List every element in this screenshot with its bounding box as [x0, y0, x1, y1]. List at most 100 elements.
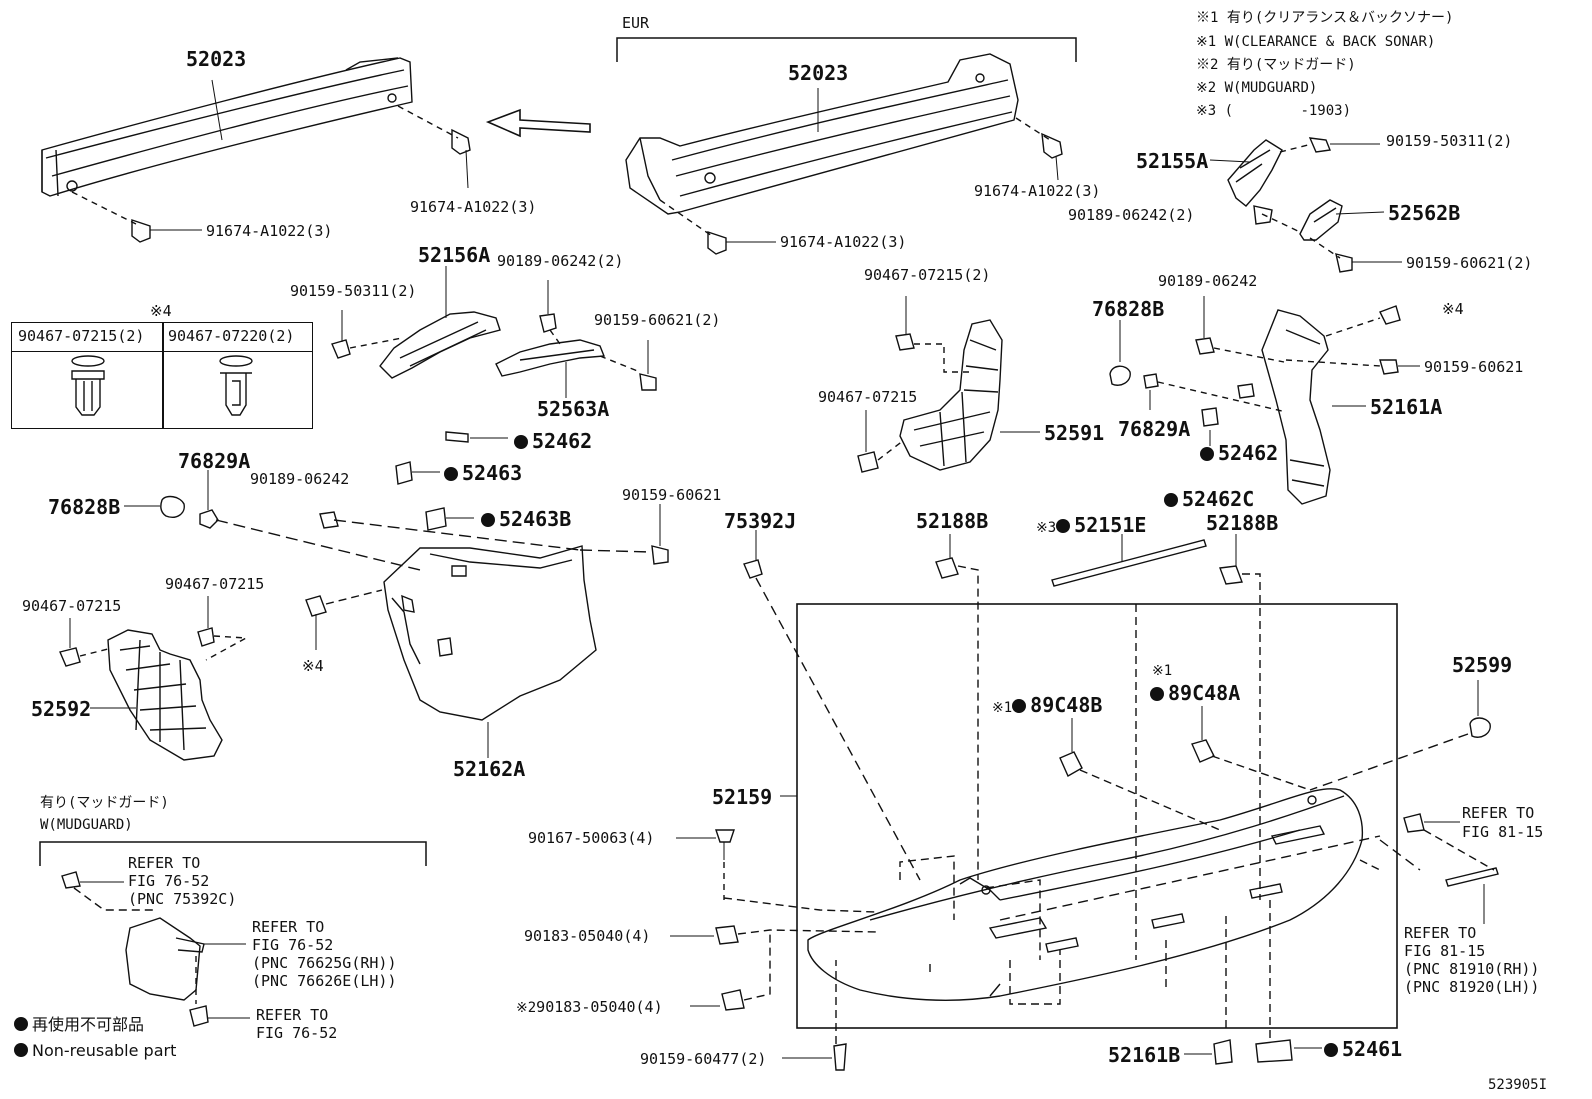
- note4-right: ※4: [1442, 300, 1464, 318]
- part-90189-06242-mid: 90189-06242(2): [497, 252, 624, 270]
- diagram-id: 523905I: [1488, 1077, 1548, 1093]
- part-52592: 52592: [31, 697, 92, 721]
- note1-89C48A: ※1: [1152, 663, 1173, 679]
- bumper-cover-52159: [807, 788, 1364, 1001]
- part-52023-eur: 52023: [788, 61, 849, 85]
- nonreusable-dot-icon: [481, 513, 495, 527]
- part-52462-left: 52462: [514, 430, 592, 452]
- part-52462-right: 52462: [1200, 442, 1278, 464]
- nonreusable-dot-icon: [514, 435, 528, 449]
- retainer-52155A: [1227, 139, 1283, 207]
- bracket-52156A: [379, 311, 501, 379]
- ref-fig-81-15-top: REFER TO FIG 81-15: [1462, 804, 1544, 841]
- part-52563A: 52563A: [537, 397, 610, 421]
- part-90189-06242-right2: 90189-06242(2): [1068, 206, 1195, 224]
- part-90189-06242-left: 90189-06242: [250, 470, 350, 488]
- part-90159-50311-left: 90159-50311(2): [290, 282, 417, 300]
- mudguard-title-jp: 有り(マッドガード): [40, 795, 169, 811]
- part-52161B: 52161B: [1108, 1043, 1181, 1067]
- eur-label: EUR: [622, 14, 650, 32]
- ref-fig-76-52-a: REFER TO FIG 76-52 (PNC 75392C): [128, 854, 237, 908]
- clip-table: 90467-07215(2) 90467-07220(2): [11, 322, 313, 429]
- part-52161A: 52161A: [1370, 395, 1443, 419]
- table-col1: 90467-07215(2): [18, 327, 145, 345]
- part-90159-60621-right2: 90159-60621(2): [1406, 254, 1533, 272]
- table-col2: 90467-07220(2): [168, 327, 295, 345]
- ref-fig-76-52-c: REFER TO FIG 76-52: [256, 1006, 338, 1042]
- nonreusable-dot-icon: [1150, 687, 1164, 701]
- part-52159: 52159: [712, 785, 773, 809]
- legend-note2-en: ※2 W(MUDGUARD): [1196, 80, 1318, 96]
- ref-fig-81-15-bottom: REFER TO FIG 81-15 (PNC 81910(RH)) (PNC …: [1404, 924, 1540, 996]
- bolt-icon: [707, 231, 776, 255]
- bolt-icon: [131, 219, 202, 243]
- part-91674-a1022-eur-top: 91674-A1022(3): [974, 182, 1101, 200]
- mudguard: [125, 917, 205, 1001]
- extension-52162A: [383, 545, 597, 721]
- bolt-icon: [1041, 132, 1063, 181]
- mudguard-title-en: W(MUDGUARD): [40, 817, 133, 833]
- part-90159-50311-right: 90159-50311(2): [1386, 132, 1513, 150]
- grommet-76828B-left: [160, 495, 185, 518]
- part-52155A: 52155A: [1136, 149, 1209, 173]
- nonreusable-dot-icon: [1164, 493, 1178, 507]
- strip-52151E: [1051, 539, 1207, 587]
- part-90159-60621-right: 90159-60621: [1424, 358, 1524, 376]
- part-90189-06242-right: 90189-06242: [1158, 272, 1258, 290]
- pad-52463: [395, 461, 413, 485]
- part-90167-50063: 90167-50063(4): [528, 829, 655, 847]
- part-90183-05040: 90183-05040(4): [524, 927, 651, 945]
- part-76828B-left: 76828B: [48, 495, 121, 519]
- part-52156A: 52156A: [418, 243, 491, 267]
- part-90159-60621-left: 90159-60621: [622, 486, 722, 504]
- legend-note3: ※3 ( -1903): [1196, 103, 1352, 119]
- bracket-52161A: [1261, 309, 1331, 505]
- part-52562B: 52562B: [1388, 201, 1461, 225]
- part-52599: 52599: [1452, 653, 1513, 677]
- part-52462C: 52462C: [1164, 488, 1254, 510]
- part-52463B: 52463B: [481, 508, 571, 530]
- direction-arrow-icon: [485, 108, 591, 138]
- reinforcement-52023-left: [41, 57, 413, 197]
- part-90467-07215-a: 90467-07215: [165, 575, 265, 593]
- part-90159-60621-mid: 90159-60621(2): [594, 311, 721, 329]
- note4-left: ※4: [302, 657, 324, 675]
- nonreusable-legend-jp: 再使用不可部品: [14, 1016, 144, 1034]
- part-76829A-right: 76829A: [1118, 417, 1191, 441]
- nonreusable-dot-icon: [1012, 699, 1027, 713]
- retainer-52562B: [1299, 199, 1343, 241]
- part-90467-07215-b: 90467-07215: [22, 597, 122, 615]
- part-90159-60477: 90159-60477(2): [640, 1050, 767, 1068]
- bracket-52563A: [495, 339, 606, 377]
- legend-note2-jp: ※2 有り(マッドガード): [1196, 57, 1356, 73]
- part-52463: 52463: [444, 462, 522, 484]
- part-52188B-a: 52188B: [916, 509, 989, 533]
- nonreusable-dot-icon: [444, 467, 458, 481]
- bolt-icon: [451, 128, 471, 189]
- pad-52462: [445, 431, 469, 443]
- pad-52463B: [425, 507, 447, 531]
- part-52591: 52591: [1044, 421, 1105, 445]
- part-91674-a1022-left: 91674-A1022(3): [206, 222, 333, 240]
- nonreusable-dot-icon: [14, 1043, 28, 1057]
- clip-76829A-left: [199, 509, 219, 529]
- legend-note1-jp: ※1 有り(クリアランス＆バックソナー): [1196, 10, 1454, 26]
- part-76828B-right: 76828B: [1092, 297, 1165, 321]
- part-52188B-b: 52188B: [1206, 511, 1279, 535]
- part-52162A: 52162A: [453, 757, 526, 781]
- nonreusable-dot-icon: [14, 1017, 28, 1031]
- part-90183-05040-b: ※290183-05040(4): [516, 998, 663, 1016]
- part-75392J: 75392J: [724, 509, 797, 533]
- legend-note1-en: ※1 W(CLEARANCE & BACK SONAR): [1196, 34, 1436, 50]
- nonreusable-dot-icon: [1324, 1043, 1338, 1057]
- part-91674-a1022-top: 91674-A1022(3): [410, 198, 537, 216]
- part-91674-a1022-eur-bottom: 91674-A1022(3): [780, 233, 907, 251]
- part-52023-left: 52023: [186, 47, 247, 71]
- part-52461: 52461: [1324, 1038, 1402, 1060]
- nonreusable-dot-icon: [1056, 519, 1071, 533]
- clip-icons: [71, 355, 253, 416]
- reinforcement-52023-eur: [625, 53, 1019, 215]
